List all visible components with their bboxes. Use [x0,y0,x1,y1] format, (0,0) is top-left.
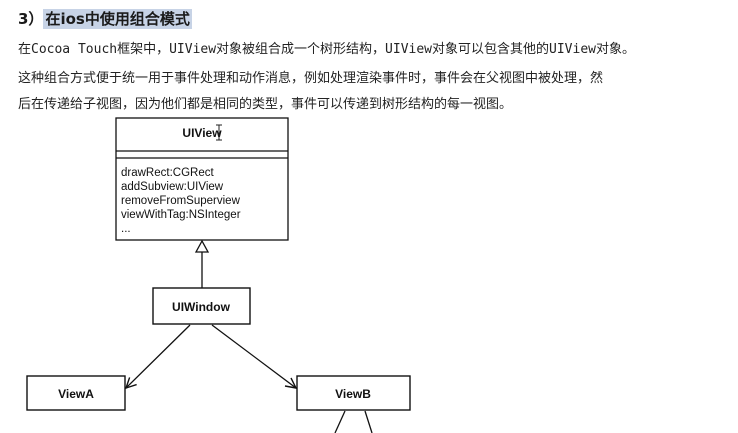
text-cursor-icon [216,124,222,141]
paragraph-line-3: 后在传递给子视图，因为他们都是相同的类型，事件可以传递到树形结构的每一视图。 [18,97,513,112]
section-title: 在ios中使用组合模式 [43,9,192,29]
uiview-method-3: removeFromSuperview [121,195,241,207]
section-number: 3） [18,10,44,28]
uiview-method-5: ... [121,223,131,235]
paragraph-line-2: 这种组合方式便于统一用于事件处理和动作消息，例如处理渲染事件时，事件会在父视图中… [18,71,604,86]
viewb-class-name: ViewB [335,387,371,401]
paragraph-line-1: 在Cocoa Touch框架中，UIView对象被组合成一个树形结构，UIVie… [18,42,635,57]
uiview-class-box: UIView drawRect:CGRect addSubview:UIView… [115,117,289,241]
viewa-class-name: ViewA [58,387,94,401]
uiview-class-name: UIView [182,126,222,140]
association-arrows [126,324,296,388]
uiwindow-class-box: UIWindow [152,287,251,325]
section-heading: 3）在ios中使用组合模式 [18,8,192,29]
uiview-method-4: viewWithTag:NSInteger [121,209,241,221]
uiview-method-2: addSubview:UIView [121,181,224,193]
viewb-child-arrows [334,410,373,433]
viewa-class-box: ViewA [26,375,126,411]
viewb-class-box: ViewB [296,375,411,411]
uiwindow-class-name: UIWindow [172,300,231,314]
inheritance-arrow [194,239,210,288]
uiview-method-1: drawRect:CGRect [121,167,214,179]
